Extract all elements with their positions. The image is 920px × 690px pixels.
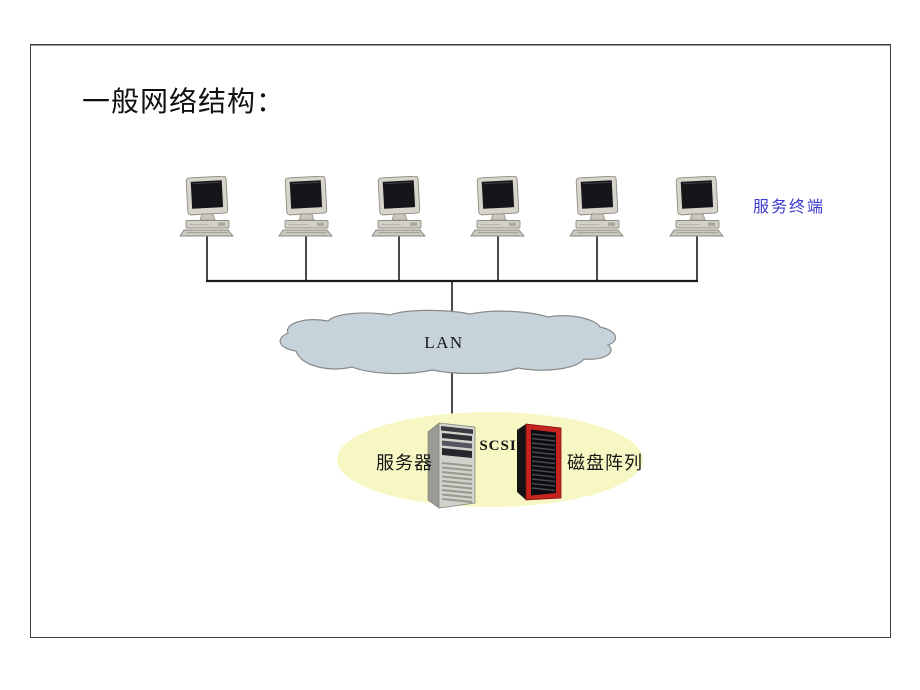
lan-cloud: LAN [266, 309, 622, 377]
desktop-computer-icon [179, 175, 234, 237]
desktop-computer-icon [371, 175, 426, 237]
server-icon [427, 422, 476, 509]
terminal-computer [371, 175, 427, 238]
terminal-computer [569, 175, 625, 238]
desktop-computer-icon [569, 175, 624, 237]
disk-array-icon [517, 423, 562, 501]
disk-array-label: 磁盘阵列 [567, 453, 643, 473]
terminal-computer [470, 175, 526, 238]
server-area-highlight [337, 412, 643, 507]
terminal-computer [669, 175, 725, 238]
desktop-computer-icon [470, 175, 525, 237]
lan-label: LAN [424, 333, 464, 352]
desktop-computer-icon [669, 175, 724, 237]
terminal-computer [179, 175, 235, 238]
cloud-icon [279, 309, 617, 375]
scsi-label: SCSI [479, 438, 517, 454]
page-title: 一般网络结构： [82, 87, 286, 118]
terminals-label: 服务终端 [753, 199, 826, 216]
terminal-computer [278, 175, 334, 238]
server-label: 服务器 [376, 453, 433, 473]
desktop-computer-icon [278, 175, 333, 237]
slide-border [30, 44, 891, 638]
